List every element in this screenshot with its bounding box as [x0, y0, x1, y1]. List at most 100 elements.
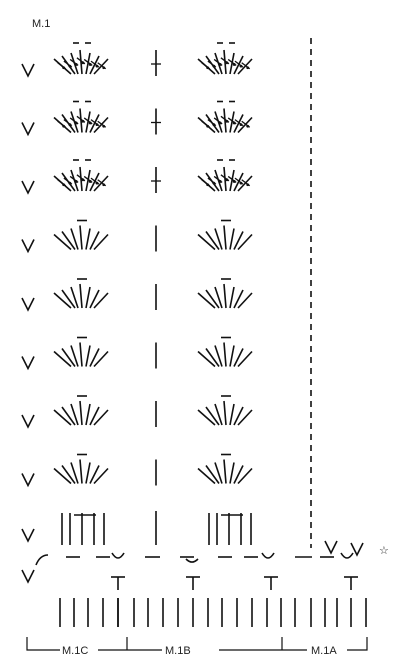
right-fan-picot-dot [239, 181, 243, 185]
left-fan-stitch [70, 403, 79, 426]
v-stitch-symbol [21, 63, 35, 78]
right-fan-stitch [237, 467, 253, 485]
v-stitch-symbol [350, 542, 364, 557]
right-fan-stitch [237, 233, 253, 251]
v-stitch-symbol [21, 180, 35, 195]
right-fan-stitch [229, 286, 235, 309]
left-fan-stitch [61, 465, 76, 484]
left-fan-stitch [79, 108, 83, 133]
right-fan-stitch [233, 406, 244, 426]
left-fan-stitch [53, 409, 72, 426]
right-fan-stitch [197, 409, 216, 426]
left-fan-stitch [53, 350, 72, 368]
right-fan-picot-dot [246, 124, 250, 128]
v-stitch-symbol [21, 473, 35, 488]
right-fan-stitch [223, 342, 227, 367]
left-fan-stitch [70, 345, 79, 367]
right-fan-stitch [223, 225, 227, 250]
section-brackets [26, 637, 368, 651]
right-fan-stitch [237, 58, 253, 75]
left-fan-stitch [89, 55, 100, 75]
left-fan-stitch [79, 49, 83, 75]
left-fan-picot-dot [74, 121, 78, 125]
left-fan-stitch [93, 467, 109, 485]
left-fan-stitch [79, 400, 83, 426]
right-fan-picot-dot [225, 178, 229, 182]
left-fan-picot-dot [74, 63, 78, 66]
right-fan-picot-dot [239, 123, 243, 126]
diagram-title: M.1 [32, 18, 50, 30]
right-fan-picot-dot [218, 180, 222, 183]
v-stitch-symbol [21, 122, 35, 137]
right-fan-stitch [233, 114, 244, 133]
left-fan-picot-dot [102, 124, 106, 128]
right-fan-picot-dot [218, 63, 222, 66]
left-fan-stitch [89, 348, 100, 367]
left-fan-stitch [85, 403, 91, 426]
left-fan-picot-dot [68, 64, 72, 68]
right-fan-stitch [223, 400, 227, 426]
left-fan-stitch [93, 233, 109, 251]
right-fan-picot-dot [246, 183, 250, 187]
left-fan-picot-dot [102, 183, 106, 187]
left-fan-stitch [53, 233, 72, 251]
v-stitch-symbol [324, 540, 338, 555]
right-fan-picot-dot [218, 121, 222, 125]
right-fan-picot-dot [225, 119, 229, 123]
right-fan-stitch [229, 111, 235, 133]
right-fan-stitch [197, 350, 216, 368]
left-fan-stitch [53, 467, 72, 485]
v-stitch-symbol [21, 414, 35, 429]
left-fan-stitch [79, 166, 83, 192]
chain-arc [340, 552, 354, 559]
right-fan-stitch [237, 292, 253, 309]
right-fan-stitch [223, 108, 227, 133]
right-fan-stitch [197, 292, 216, 309]
chain-arc [111, 552, 125, 559]
left-fan-picot-dot [88, 121, 92, 125]
left-fan-picot-dot [81, 119, 85, 123]
left-fan-stitch [93, 58, 109, 75]
right-fan-stitch [237, 175, 253, 192]
right-fan-stitch [237, 409, 253, 426]
left-fan-stitch [85, 462, 91, 484]
left-fan-picot-dot [81, 178, 85, 182]
right-fan-picot-dot [212, 64, 216, 68]
left-fan-stitch [89, 465, 100, 484]
right-fan-stitch [229, 345, 235, 367]
star-marker: ☆ [379, 545, 389, 557]
v-stitch-symbol [21, 297, 35, 312]
v-stitch-symbol [21, 356, 35, 371]
right-fan-stitch [214, 286, 223, 309]
left-fan-stitch [85, 228, 91, 250]
right-fan-stitch [214, 228, 223, 250]
right-fan-stitch [237, 116, 253, 134]
v-stitch-symbol [21, 239, 35, 254]
chain-arc [185, 558, 199, 563]
left-fan-stitch [89, 231, 100, 250]
left-fan-stitch [89, 289, 100, 309]
right-fan-stitch [233, 465, 244, 484]
left-fan-picot-dot [62, 66, 66, 70]
right-fan-stitch [205, 231, 220, 250]
left-fan-stitch [85, 111, 91, 133]
right-fan-picot-dot [212, 181, 216, 185]
right-fan-stitch [205, 406, 220, 426]
right-fan-picot-dot [206, 66, 210, 70]
v-stitch-symbol [21, 569, 35, 584]
right-fan-stitch [229, 52, 235, 75]
left-fan-picot-dot [81, 61, 85, 65]
right-fan-stitch [205, 289, 220, 309]
right-fan-stitch [233, 289, 244, 309]
left-fan-stitch [79, 342, 83, 367]
left-fan-stitch [70, 462, 79, 484]
left-fan-picot-dot [102, 66, 106, 70]
right-fan-picot-dot [212, 123, 216, 126]
right-fan-stitch [229, 228, 235, 250]
left-fan-stitch [93, 409, 109, 426]
left-fan-stitch [70, 228, 79, 250]
right-fan-stitch [223, 166, 227, 192]
left-fan-stitch [61, 348, 76, 367]
right-fan-picot-dot [232, 180, 236, 183]
